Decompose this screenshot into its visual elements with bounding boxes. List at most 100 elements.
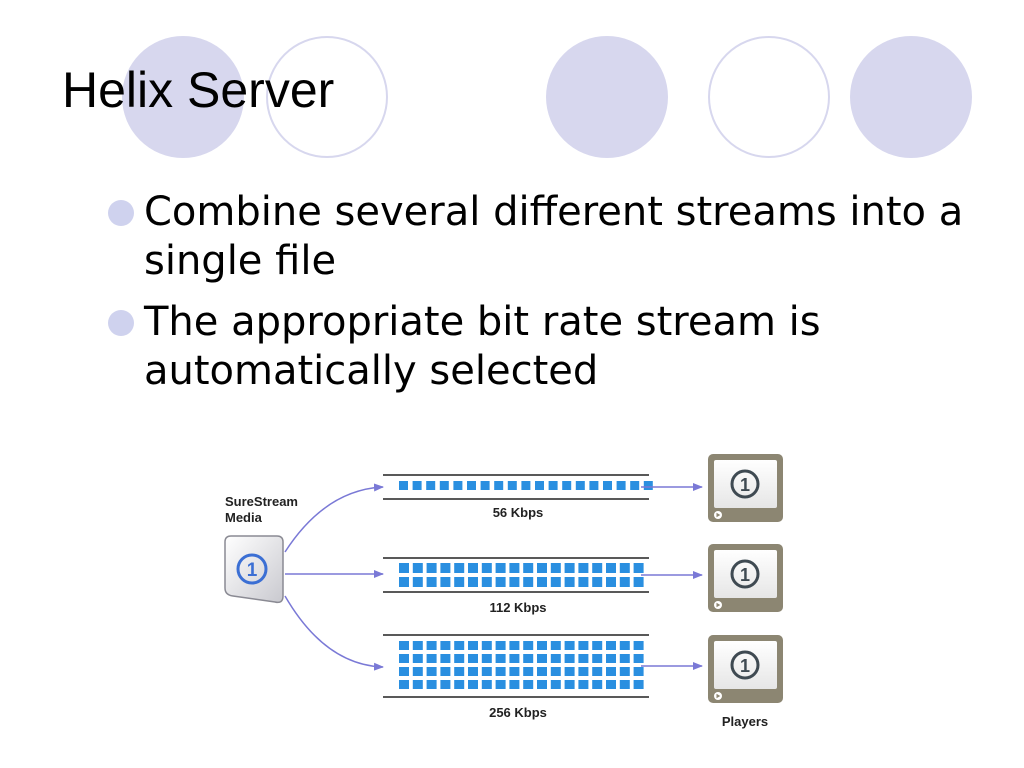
- player-2-glyph: 1: [740, 565, 750, 585]
- packet-block: [481, 667, 492, 676]
- packet-block: [619, 563, 630, 573]
- packet-block: [495, 641, 506, 650]
- packet-block: [440, 680, 451, 689]
- bullet-item: Combine several different streams into a…: [108, 188, 968, 286]
- packet-block: [564, 667, 575, 676]
- packet-block: [495, 680, 506, 689]
- packet-block: [633, 654, 644, 663]
- packet-block: [426, 680, 437, 689]
- packet-block: [467, 481, 476, 490]
- packet-block: [440, 563, 451, 573]
- packet-block: [537, 563, 547, 573]
- packet-block: [606, 563, 616, 573]
- packet-block: [509, 667, 520, 676]
- packet-block: [564, 680, 575, 689]
- packet-block: [578, 680, 589, 689]
- packet-block: [578, 654, 589, 663]
- player-3-glyph: 1: [740, 656, 750, 676]
- packet-block: [494, 481, 504, 490]
- packet-block: [643, 481, 653, 490]
- surestream-diagram: SureStream Media 1 56 Kbps 112 Kbps 256 …: [224, 454, 783, 729]
- packet-block: [550, 563, 561, 573]
- packet-block: [495, 563, 506, 573]
- packet-block: [399, 667, 409, 676]
- packet-block: [592, 641, 603, 650]
- packet-block: [481, 641, 492, 650]
- packet-block: [453, 481, 463, 490]
- packet-block: [399, 654, 409, 663]
- packet-block: [426, 641, 437, 650]
- packet-block: [523, 563, 534, 573]
- packet-block: [537, 577, 547, 587]
- packet-block: [523, 641, 534, 650]
- packet-block: [468, 641, 478, 650]
- packet-block: [426, 481, 436, 490]
- packet-row-256kbps: [399, 641, 644, 689]
- packet-block: [509, 577, 520, 587]
- packet-block: [592, 680, 603, 689]
- packet-block: [619, 641, 630, 650]
- packet-block: [523, 667, 534, 676]
- packet-block: [412, 563, 423, 573]
- stream-label-56kbps: 56 Kbps: [493, 505, 544, 520]
- packet-block: [412, 577, 423, 587]
- packet-block: [509, 641, 520, 650]
- stream-label-112kbps: 112 Kbps: [489, 600, 546, 615]
- bullet-text: Combine several different streams into a…: [144, 189, 964, 284]
- packet-block: [564, 577, 575, 587]
- surestream-media-icon: 1: [224, 535, 284, 604]
- packet-block: [468, 563, 478, 573]
- packet-block: [481, 577, 492, 587]
- packet-block: [468, 680, 478, 689]
- packet-block: [454, 641, 465, 650]
- bullet-dot-icon: [108, 200, 134, 226]
- packet-block: [426, 654, 437, 663]
- packet-block: [606, 641, 616, 650]
- packet-block: [550, 641, 561, 650]
- packet-block: [616, 481, 626, 490]
- packet-block: [619, 667, 630, 676]
- packet-block: [426, 667, 437, 676]
- packet-block: [481, 654, 492, 663]
- packet-block: [633, 563, 644, 573]
- packet-block: [523, 577, 534, 587]
- packet-block: [578, 577, 589, 587]
- packet-block: [440, 654, 451, 663]
- packet-block: [606, 654, 616, 663]
- packet-block: [495, 667, 506, 676]
- packet-block: [630, 481, 640, 490]
- packet-block: [575, 481, 585, 490]
- packet-block: [619, 577, 630, 587]
- decor-circle-5: [850, 36, 972, 158]
- packet-block: [537, 680, 547, 689]
- packet-block: [578, 667, 589, 676]
- packet-block: [480, 481, 490, 490]
- packet-block: [592, 667, 603, 676]
- packet-block: [399, 680, 409, 689]
- decor-circle-4: [708, 36, 830, 158]
- packet-block: [399, 641, 409, 650]
- packet-block: [550, 667, 561, 676]
- packet-block: [537, 667, 547, 676]
- packet-block: [412, 667, 423, 676]
- packet-block: [550, 577, 561, 587]
- packet-block: [523, 680, 534, 689]
- packet-block: [619, 680, 630, 689]
- packet-block: [578, 641, 589, 650]
- packet-block: [454, 563, 465, 573]
- packet-block: [562, 481, 572, 490]
- packet-row-56kbps: [399, 481, 653, 490]
- packet-block: [426, 577, 437, 587]
- stream-label-256kbps: 256 Kbps: [489, 705, 547, 720]
- slide-title: Helix Server: [62, 62, 335, 118]
- packet-block: [537, 654, 547, 663]
- packet-block: [399, 481, 408, 490]
- packet-block: [495, 654, 506, 663]
- packet-block: [633, 641, 644, 650]
- packet-block: [592, 563, 603, 573]
- packet-block: [439, 481, 449, 490]
- packet-block: [564, 654, 575, 663]
- packet-block: [454, 680, 465, 689]
- packet-block: [440, 667, 451, 676]
- arrow-to-56kbps: [284, 483, 384, 553]
